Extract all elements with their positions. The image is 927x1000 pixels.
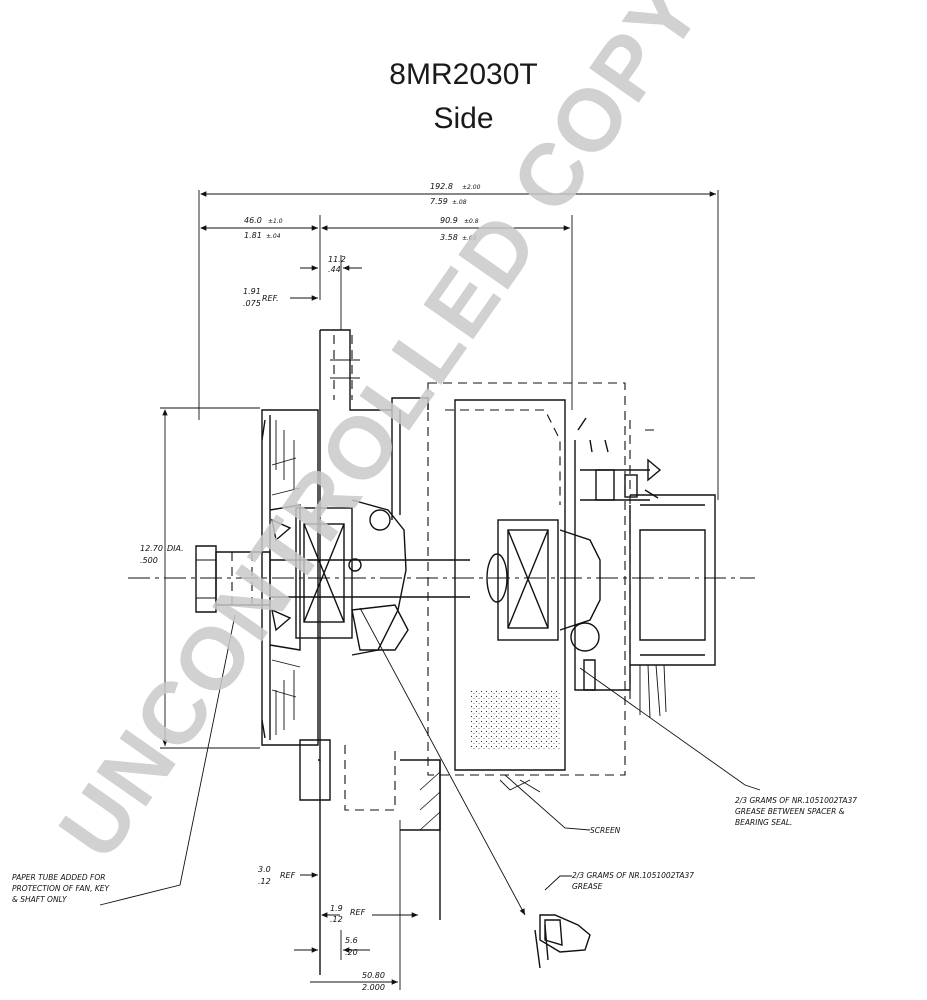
note-screen: SCREEN (590, 826, 621, 835)
stator-outline (427, 382, 626, 793)
dim-diameter-in: .500 (140, 556, 158, 565)
dimension-ref1: 1.91 .075 REF. (243, 287, 318, 308)
dim-bottom-mm: 50.80 (362, 971, 385, 980)
dim-ref1-suffix: REF. (262, 294, 279, 303)
svg-text:PROTECTION OF FAN, KEY: PROTECTION OF FAN, KEY (12, 884, 111, 893)
grease-detail (534, 914, 591, 969)
svg-text:BEARING SEAL.: BEARING SEAL. (735, 818, 792, 827)
svg-text:& SHAFT ONLY: & SHAFT ONLY (12, 895, 68, 904)
dim-left-in-tol: ±.04 (266, 233, 281, 240)
dim-overall-mm: 192.8 (430, 182, 453, 191)
uncontrolled-copy-watermark: UNCONTROLLED COPY (39, 0, 720, 876)
dimension-bottom: 50.80 2.000 (310, 820, 401, 992)
rear-bearing (486, 519, 601, 652)
dim-ref1-mm: 1.91 (243, 287, 261, 296)
dim-ref2-suffix: REF (280, 871, 296, 880)
dim-ref3-suffix: REF (350, 908, 366, 917)
svg-text:2/3 GRAMS OF NR.1051002TA37: 2/3 GRAMS OF NR.1051002TA37 (572, 871, 694, 880)
front-housing (299, 329, 441, 975)
dimension-ref2: 3.0 .12 REF (258, 865, 318, 886)
dim-diameter-suffix: DIA. (167, 544, 184, 553)
note-grease-spacer: 2/3 GRAMS OF NR.1051002TA37 GREASE BETWE… (735, 796, 857, 827)
dim-flange-mm: 11.2 (328, 255, 346, 264)
dim-ref2-in: .12 (258, 877, 271, 886)
note-paper-tube: PAPER TUBE ADDED FOR PROTECTION OF FAN, … (12, 873, 111, 904)
dimension-overall: 192.8 ±2.00 7.59 ±.08 (198, 182, 719, 500)
leader-lines (99, 607, 761, 916)
rear-end-housing (574, 417, 716, 719)
dim-ref2-mm: 3.0 (258, 865, 271, 874)
dim-left-mm: 46.0 (244, 216, 262, 225)
dim-ref3-in: .12 (330, 915, 343, 924)
shaft-and-nut (195, 545, 470, 613)
dim-mount-mm: 5.6 (345, 936, 358, 945)
dimension-flange: 11.2 .44 (300, 255, 362, 330)
dim-right-in-tol: ±.03 (462, 235, 477, 242)
dim-left-mm-tol: ±1.0 (268, 218, 283, 225)
dim-diameter-mm: 12.70 (140, 544, 163, 553)
dimension-right: 90.9 ±0.8 3.58 ±.03 (321, 215, 573, 410)
dim-right-mm: 90.9 (440, 216, 458, 225)
dim-overall-in: 7.59 (430, 197, 448, 206)
dimension-ref3: 1.9 .12 REF (321, 904, 418, 924)
dim-left-in: 1.81 (244, 231, 262, 240)
dim-right-mm-tol: ±0.8 (464, 218, 479, 225)
dim-flange-in: .44 (328, 265, 341, 274)
dim-right-in: 3.58 (440, 233, 458, 242)
svg-text:GREASE BETWEEN SPACER &: GREASE BETWEEN SPACER & (735, 807, 845, 816)
front-bearing (295, 499, 409, 656)
dim-overall-mm-tol: ±2.00 (462, 184, 481, 191)
drawing-title: 8MR2030T (389, 58, 538, 91)
svg-text:2/3 GRAMS OF NR.1051002TA37: 2/3 GRAMS OF NR.1051002TA37 (735, 796, 857, 805)
dim-bottom-in: 2.000 (362, 983, 385, 992)
svg-text:PAPER TUBE ADDED FOR: PAPER TUBE ADDED FOR (12, 873, 105, 882)
dim-overall-in-tol: ±.08 (452, 199, 467, 206)
dimension-mount: 5.6 .20 (294, 930, 370, 960)
dim-mount-in: .20 (345, 948, 358, 957)
svg-text:GREASE: GREASE (572, 882, 603, 891)
dimension-left: 46.0 ±1.0 1.81 ±.04 (200, 215, 321, 300)
dim-ref1-in: .075 (243, 299, 261, 308)
note-grease-bearing: 2/3 GRAMS OF NR.1051002TA37 GREASE (572, 871, 694, 891)
dim-ref3-mm: 1.9 (330, 904, 343, 913)
drawing-view-label: Side (433, 102, 494, 135)
